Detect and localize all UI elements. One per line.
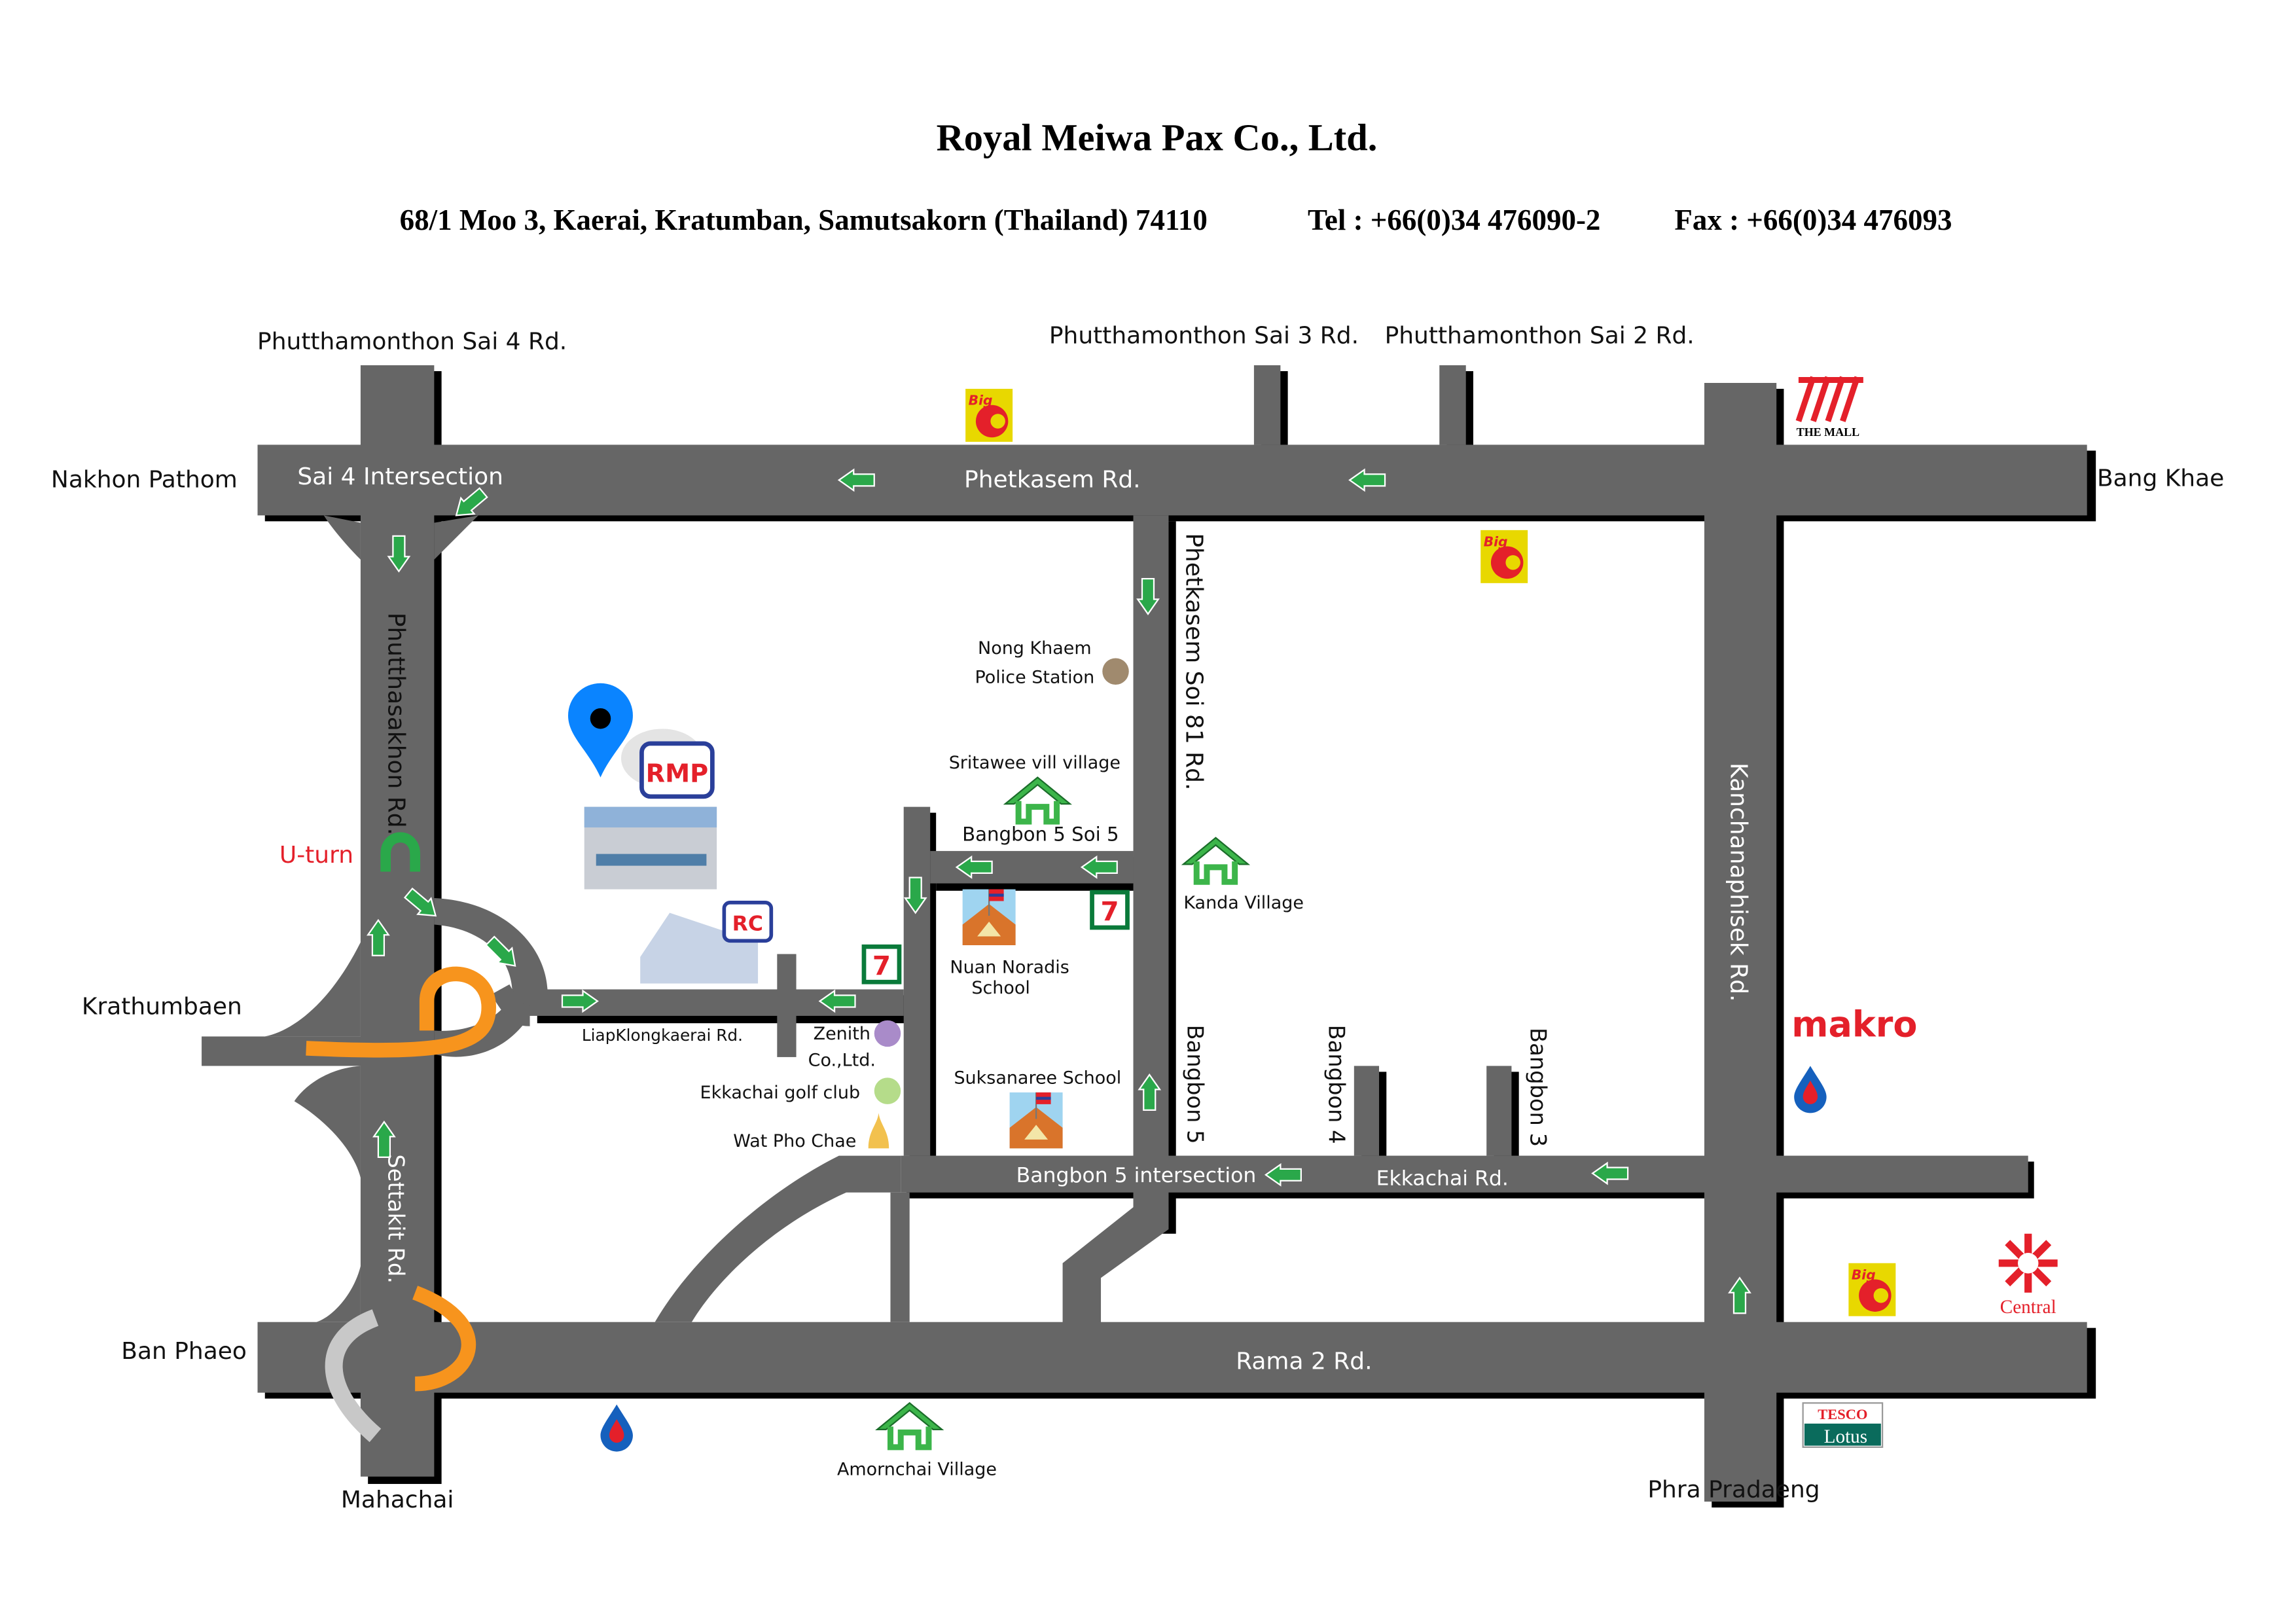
road-bangbon4-stub [1354,1066,1380,1156]
label-suksanaree: Suksanaree School [954,1068,1121,1088]
label-bangbon5-intersection: Bangbon 5 intersection [1016,1164,1257,1187]
label-krathumbaen: Krathumbaen [82,994,242,1020]
building-photo [640,912,759,984]
label-police-2: Police Station [975,668,1095,688]
uturn-orange-south [412,1286,476,1392]
road-connector [890,1192,910,1322]
road-phetkasem-soi81 [1133,515,1169,1230]
central-logo: Central [1998,1233,2058,1318]
label-zenith-2: Co.,Ltd. [808,1050,876,1070]
label-kanchanaphisek: Kanchanaphisek Rd. [1725,763,1751,1001]
label-ban-phaeo: Ban Phaeo [121,1338,247,1365]
label-liap: LiapKlongkaerai Rd. [582,1026,743,1045]
label-sritawee: Sritawee vill village [949,753,1121,773]
svg-text:Lotus: Lotus [1824,1426,1868,1447]
road-ekkachai [901,1155,2028,1193]
company-location: RMP RC [568,683,774,984]
label-bangbon3: Bangbon 3 [1526,1028,1551,1147]
school-icon [961,888,1016,947]
svg-text:Central: Central [2000,1297,2056,1318]
road-liap-cross [777,954,797,1057]
label-zenith-1: Zenith [814,1024,870,1044]
rmp-logo-text: RMP [646,759,708,788]
label-phetkasem-soi81: Phetkasem Soi 81 Rd. [1180,533,1207,790]
rc-logo-text: RC [732,912,763,936]
road-kanchanaphisek [1704,382,1777,1502]
road-bangbon3-stub [1486,1066,1512,1156]
label-kanda: Kanda Village [1183,893,1304,913]
road-bangbon5-south [1062,1207,1169,1326]
label-golf: Ekkachai golf club [700,1083,861,1103]
rc-logo [722,900,774,943]
ptt-fuel-icon [1794,1066,1827,1113]
label-phetkasem: Phetkasem Rd. [964,467,1141,494]
label-bangbon5-soi5: Bangbon 5 Soi 5 [962,823,1119,845]
road-sai3-stub [1253,365,1281,445]
golf-marker [874,1077,901,1104]
label-bang-khae: Bang Khae [2097,465,2224,492]
tesco-lotus-logo: TESCO Lotus [1802,1402,1884,1448]
bigc-logo [1480,530,1528,583]
zenith-marker [874,1020,901,1047]
label-phra-pradaeng: Phra Pradaeng [1647,1476,1820,1503]
label-settakit: Settakit Rd. [384,1154,409,1284]
label-ekkachai: Ekkachai Rd. [1376,1167,1509,1191]
seven-eleven-logo [864,947,899,982]
company-title: Royal Meiwa Pax Co., Ltd. [937,117,1378,159]
label-sai4-intersection: Sai 4 Intersection [297,463,503,490]
house-icon [877,1403,942,1447]
bigc-logo [965,388,1013,442]
label-phutthasakhon: Phutthasakhon Rd. [383,613,410,835]
temple-icon [868,1113,889,1149]
makro-logo: makro [1791,1003,1917,1045]
road-diagonal [655,1155,901,1322]
ptt-fuel-icon [600,1404,633,1452]
label-nuan-1: Nuan Noradis [950,958,1069,978]
bigc-logo [1848,1263,1896,1316]
company-fax: Fax : +66(0)34 476093 [1674,204,1952,236]
company-address: 68/1 Moo 3, Kaerai, Kratumban, Samutsako… [400,204,1208,236]
label-sai4: Phutthamonthon Sai 4 Rd. [257,328,567,355]
label-wat: Wat Pho Chae [733,1131,856,1151]
uturn-orange-north [306,966,496,1058]
company-tel: Tel : +66(0)34 476090-2 [1308,204,1600,236]
road-phetkasem [257,444,2087,516]
label-sai3: Phutthamonthon Sai 3 Rd. [1049,322,1359,349]
label-nuan-2: School [971,978,1030,998]
road-soi-vertical [903,806,931,1156]
school-icon [1009,1091,1064,1149]
label-amornchai: Amornchai Village [837,1460,997,1480]
the-mall-logo: THE MALL [1795,376,1863,439]
svg-text:THE MALL: THE MALL [1797,425,1859,439]
label-police-1: Nong Khaem [978,638,1092,659]
uturn-green-icon [380,832,421,872]
location-pin-icon [568,683,633,778]
road-rama2 [257,1322,2087,1393]
seven-eleven-logo [1092,892,1128,928]
label-mahachai: Mahachai [341,1487,454,1513]
house-icon [1183,838,1248,882]
label-u-turn: U-turn [279,842,353,869]
road-sai2-stub [1439,365,1466,445]
roads [202,365,2087,1502]
label-bangbon4: Bangbon 4 [1324,1024,1350,1144]
svg-text:TESCO: TESCO [1818,1406,1867,1422]
label-nakhon-pathom: Nakhon Pathom [51,467,238,494]
label-bangbon5: Bangbon 5 [1183,1024,1208,1144]
uturn-gray-south [325,1309,382,1443]
police-station-marker [1102,658,1129,685]
label-sai2: Phutthamonthon Sai 2 Rd. [1385,322,1695,349]
rmp-logo [639,741,715,799]
house-icon [1005,778,1070,821]
label-rama2: Rama 2 Rd. [1236,1348,1372,1375]
